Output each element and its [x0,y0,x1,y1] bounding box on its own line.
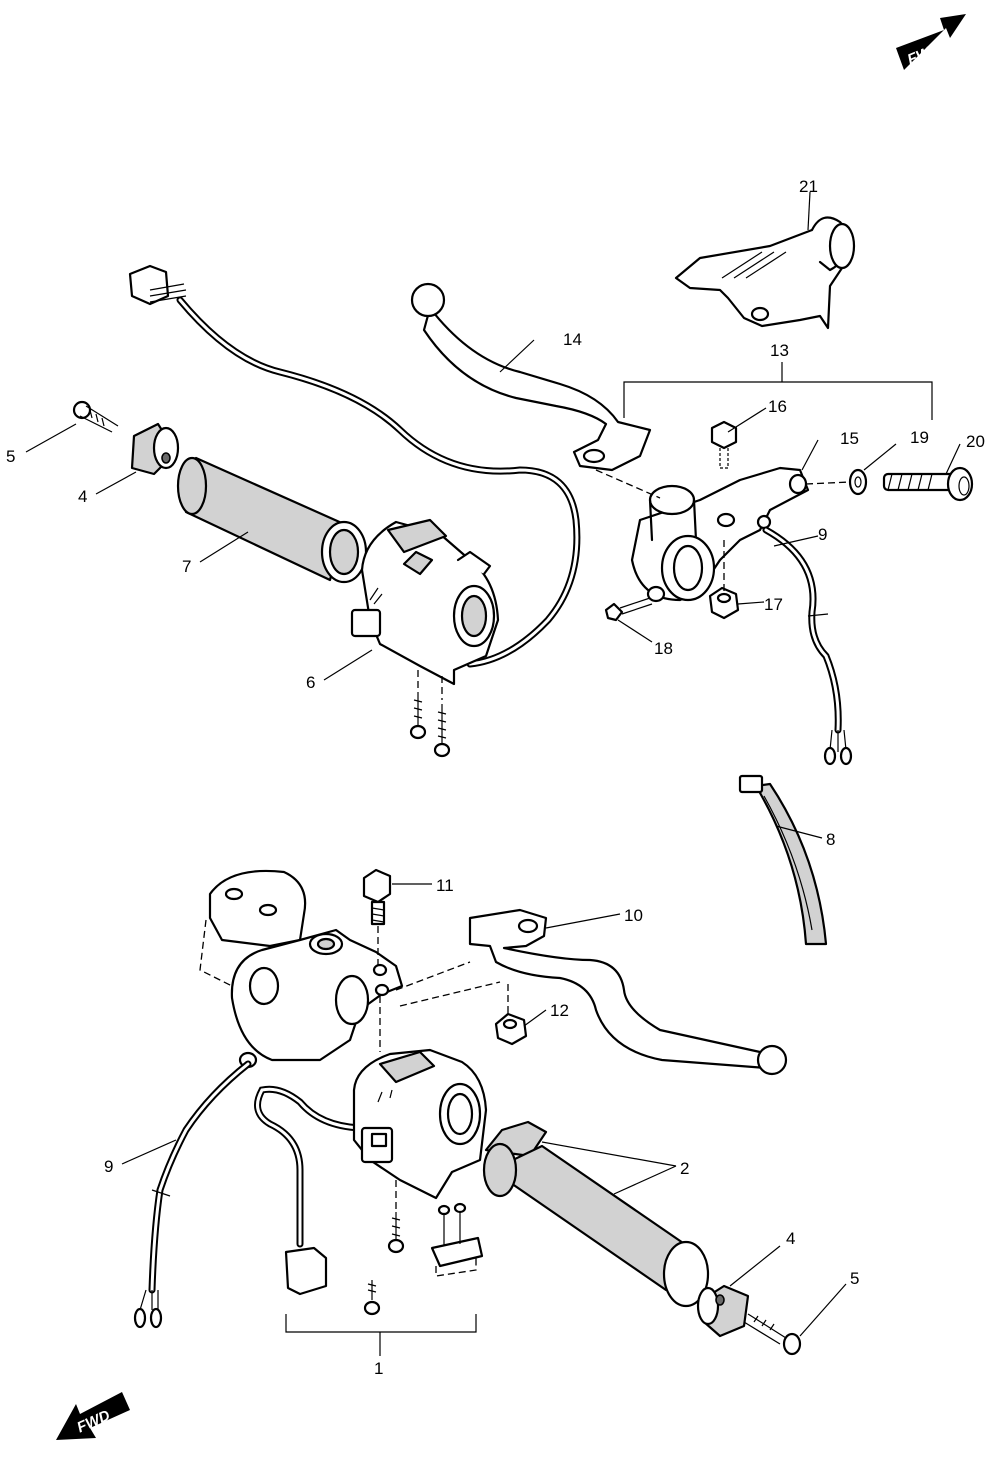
part-11-bolt [362,868,392,966]
part-5-screw-top [72,400,119,433]
part-7-grip [176,456,368,584]
callout-4-top: 4 [78,487,87,506]
fwd-arrow-top-right: FWD [896,14,966,70]
part-13-bracket-assembly [630,466,810,603]
callout-5-bottom: 5 [850,1269,859,1288]
part-16-bolt [710,420,738,469]
callout-2: 2 [680,1159,689,1178]
callout-8: 8 [826,830,835,849]
part-21-lever-cover [674,216,856,330]
callout-labels: 5 4 7 6 14 13 21 16 15 19 20 9 17 18 8 1… [6,177,985,1378]
leader-lines [25,191,961,1356]
callout-15: 15 [840,429,859,448]
callout-13: 13 [770,341,789,360]
part-6-switch-housing [350,518,500,686]
callout-17: 17 [764,595,783,614]
callout-7: 7 [182,557,191,576]
callout-4-bottom: 4 [786,1229,795,1248]
callout-9-top: 9 [818,525,827,544]
callout-5-top: 5 [6,447,15,466]
part-5-screw-bottom [743,1313,802,1356]
part-19-washer [848,468,868,496]
part-6-switch-cable [128,264,581,668]
callout-18: 18 [654,639,673,658]
callout-19: 19 [910,428,929,447]
callout-1: 1 [374,1359,383,1378]
callout-14: 14 [563,330,582,349]
callout-21: 21 [799,177,818,196]
callout-11: 11 [436,876,454,895]
part-lower-master-cylinder [199,869,404,1069]
part-14-brake-lever [410,282,652,472]
fwd-label-bottom: FWD [74,1407,112,1436]
callout-12: 12 [550,1001,569,1020]
part-1-switch-housing [254,1048,488,1296]
part-20-adjuster-screw [882,466,974,502]
part-6-housing-screws [409,670,451,758]
part-12-nut [494,1012,528,1046]
part-8-cable-tie [738,774,828,946]
callout-6: 6 [306,673,315,692]
fwd-arrow-bottom-left: FWD [56,1392,130,1440]
part-9-cable-right [762,526,853,766]
callout-16: 16 [768,397,787,416]
part-4-weight-bottom [696,1284,750,1338]
part-17-nut [708,586,740,620]
part-10-clutch-lever [468,908,788,1076]
part-4-weight-top [130,422,180,476]
part-9-cable-left [133,1060,252,1329]
part-2-throttle-grip [482,1120,710,1308]
callout-10: 10 [624,906,643,925]
part-18-bolt [604,597,653,622]
callout-9-bottom: 9 [104,1157,113,1176]
part-1-screws-terminals [363,1180,484,1316]
callout-20: 20 [966,432,985,451]
